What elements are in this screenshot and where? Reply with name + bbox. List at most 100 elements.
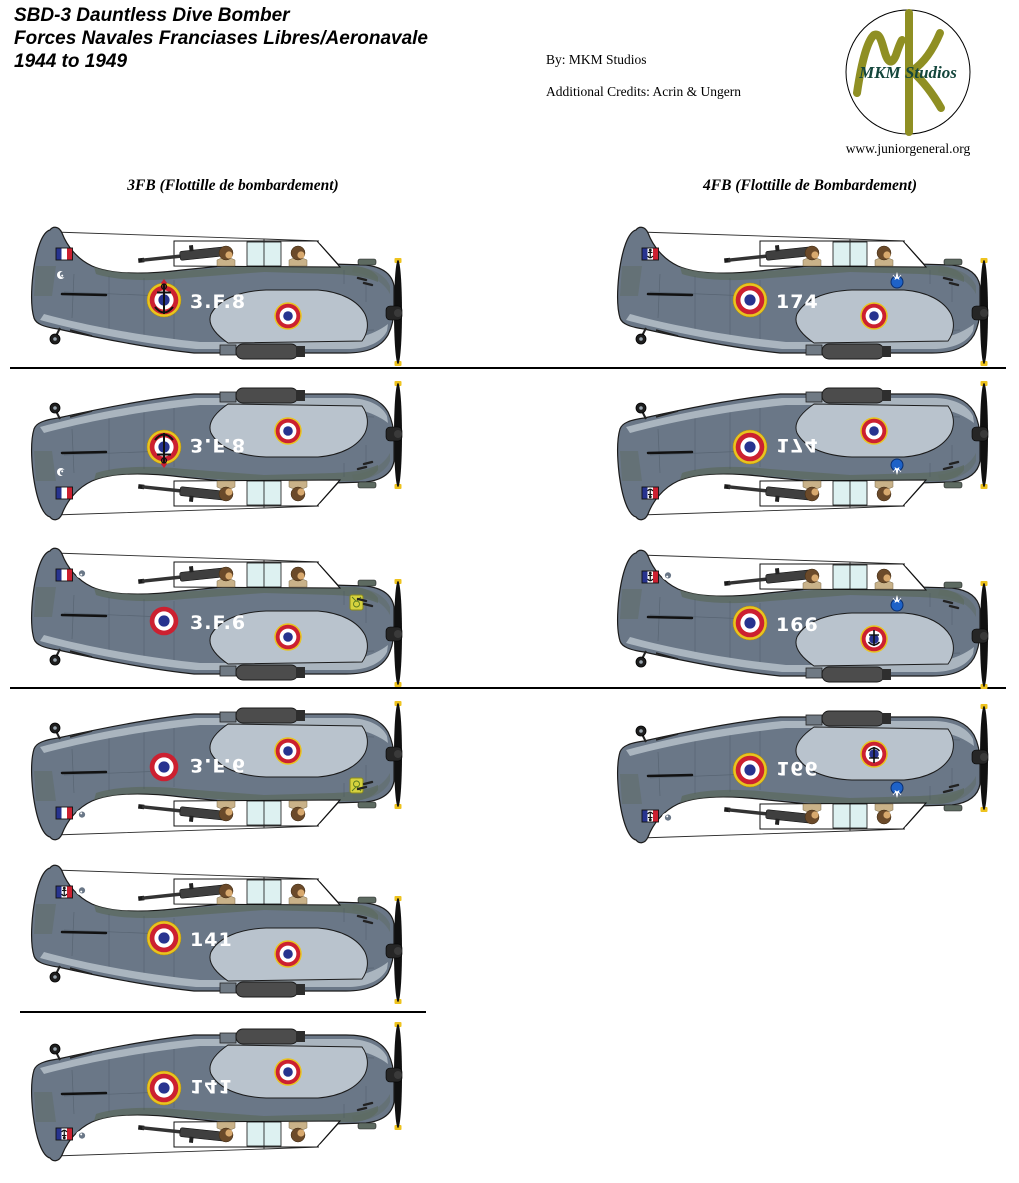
tailwheel <box>49 402 93 420</box>
elevator-slot <box>60 930 108 935</box>
squadron-badge-blue <box>890 272 904 289</box>
bomb <box>219 707 305 724</box>
carb-intake <box>357 1122 377 1130</box>
mkm-logo-graphic: MKM Studios <box>845 9 971 136</box>
tailwheel <box>635 327 679 345</box>
pilot-figure <box>874 568 894 590</box>
camo-band <box>620 451 976 483</box>
pilot-figure <box>288 800 308 822</box>
carb-intake <box>357 481 377 489</box>
tail-flag <box>55 247 73 261</box>
pilot-figure <box>288 566 308 588</box>
roundel-anchor-icon <box>154 433 174 468</box>
bomb <box>805 387 891 404</box>
fold-line-2 <box>10 687 1006 689</box>
camo-band <box>34 585 390 617</box>
mkm-studios-logo: MKM Studios <box>843 7 973 139</box>
aircraft-profile-3F8-inverted: 3.F.8 <box>14 377 426 525</box>
wing-roundel <box>274 302 302 330</box>
fuselage-roundel <box>149 606 179 636</box>
camo-band <box>34 1092 390 1124</box>
tail-flag <box>55 486 73 500</box>
roundel-anchor-icon <box>154 279 174 314</box>
aircraft-code-label: 3.F.8 <box>190 291 246 313</box>
propeller-hub <box>971 628 989 644</box>
rear-machine-gun <box>138 566 227 584</box>
crescent-icon <box>662 572 672 580</box>
tailwheel <box>49 965 93 983</box>
aircraft-code-label: 174 <box>776 434 819 456</box>
propeller-hub <box>971 426 989 442</box>
exhaust-stubs <box>356 460 374 471</box>
rear-machine-gun <box>138 484 227 502</box>
wing-roundel <box>860 417 888 445</box>
carb-intake <box>943 804 963 812</box>
aircraft-profile-3F8: 3.F.8 <box>14 222 426 370</box>
page-title-line-1: SBD-3 Dauntless Dive Bomber <box>14 5 290 26</box>
page-title-line-3: 1944 to 1949 <box>14 51 128 72</box>
tail-flag-anchor-icon <box>61 1129 68 1140</box>
tail-flag-anchor-icon <box>647 811 654 822</box>
fuselage-roundel <box>732 429 768 465</box>
wing-roundel <box>274 940 302 968</box>
underside-band <box>40 635 388 670</box>
aircraft-code-label: 166 <box>776 614 819 636</box>
tail-flag-anchor-icon <box>61 886 68 897</box>
pilot-figure <box>874 245 894 267</box>
bomb <box>219 1028 305 1045</box>
aircraft-profile-3F6: 3.F.6 <box>14 543 426 691</box>
exhaust-stubs <box>356 597 374 608</box>
gunner-figure <box>802 568 822 590</box>
carb-intake <box>357 258 377 266</box>
fuselage-roundel <box>146 279 182 318</box>
camo-band <box>620 587 976 619</box>
tail-flag-anchor-icon <box>647 248 654 259</box>
pilot-figure <box>288 245 308 267</box>
carb-intake <box>943 258 963 266</box>
wing-roundel <box>274 623 302 651</box>
camo-band <box>34 451 390 483</box>
exhaust-stubs <box>356 276 374 287</box>
tail-flag-anchor-icon <box>647 488 654 499</box>
fuselage-roundel <box>146 429 182 468</box>
underside-band <box>626 398 974 433</box>
pilot-figure <box>288 480 308 502</box>
tail-flag <box>641 809 659 823</box>
camo-band <box>34 902 390 934</box>
mk-monogram-icon <box>853 9 945 136</box>
aircraft-profile-3F6-inverted: 3.F.6 <box>14 697 426 845</box>
underside-band <box>40 1039 388 1074</box>
tail-flag <box>55 1127 73 1141</box>
wing-roundel <box>860 625 888 653</box>
propeller-hub <box>385 746 403 762</box>
aircraft-profile-174-inverted: 174 <box>600 377 1012 525</box>
wing-roundel <box>274 417 302 445</box>
aircraft-profile-166-inverted: 166 <box>600 700 1012 848</box>
crescent-icon <box>57 468 67 476</box>
gunner-figure <box>216 1121 236 1143</box>
pilot-figure <box>874 803 894 825</box>
aircraft-profile-174: 174 <box>600 222 1012 370</box>
camo-band <box>620 264 976 296</box>
underside-band <box>40 398 388 433</box>
exhaust-stubs <box>356 914 374 925</box>
aircraft-code-label: 174 <box>776 291 819 313</box>
tail-flag <box>641 570 659 584</box>
propeller-hub <box>385 305 403 321</box>
aircraft-profile-166: 166 <box>600 545 1012 693</box>
tail-flag-anchor-icon <box>647 571 654 582</box>
propeller-hub <box>385 626 403 642</box>
tailwheel <box>49 327 93 345</box>
aircraft-profile-141-inverted: 141 <box>14 1018 426 1166</box>
propeller-hub <box>385 1067 403 1083</box>
gunner-figure <box>802 245 822 267</box>
crescent-icon <box>76 1131 86 1139</box>
aircraft-profile-141: 141 <box>14 860 426 1008</box>
propeller-hub <box>971 305 989 321</box>
underside-band <box>40 314 388 349</box>
page-title: SBD-3 Dauntless Dive Bomber Forces Naval… <box>14 4 428 73</box>
rear-machine-gun <box>138 804 227 822</box>
byline: By: MKM Studios <box>546 52 647 67</box>
aircraft-code-label: 3.F.6 <box>190 612 246 634</box>
